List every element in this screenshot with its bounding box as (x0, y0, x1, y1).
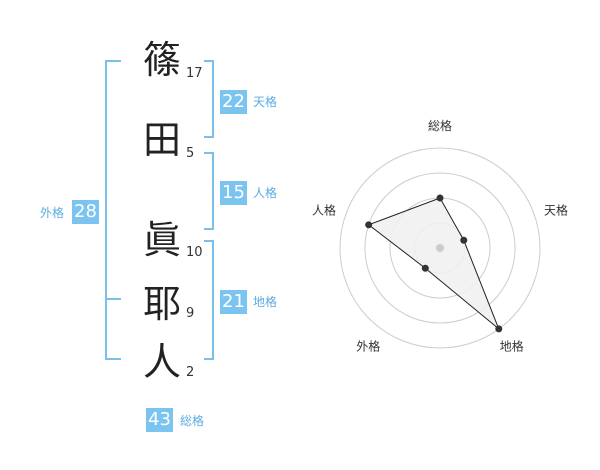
name-char-5: 人 (142, 340, 181, 384)
radar-axis-label-4: 外格 (356, 339, 380, 354)
radar-axis-label-1: 総格 (428, 118, 452, 133)
name-char-4: 耶 (142, 282, 181, 326)
radar-point-5 (365, 221, 373, 229)
soukaku-label: 総格 (180, 414, 205, 428)
tenkaku-value: 22 (220, 90, 247, 114)
radar-axis-label-3: 地格 (500, 339, 524, 354)
radar-point-3 (495, 325, 503, 333)
jinkaku-value: 15 (220, 181, 247, 205)
radar-axis-label-2: 天格 (544, 202, 568, 217)
gaikaku-label: 外格 (40, 206, 65, 220)
radar-center-dot (436, 244, 444, 252)
tenkaku-label: 天格 (253, 95, 278, 109)
radar-axis-label-5: 人格 (312, 202, 336, 217)
gaikaku-value: 28 (72, 200, 99, 224)
name-char-2: 田 (142, 118, 181, 162)
radar-point-4 (421, 264, 429, 272)
name-char-3: 眞 (142, 218, 181, 262)
stroke-count-1: 17 (186, 66, 203, 81)
chikaku-value: 21 (220, 290, 247, 314)
stroke-count-3: 10 (186, 245, 203, 260)
stroke-count-5: 2 (186, 365, 195, 380)
chikaku-label: 地格 (253, 295, 278, 309)
radar-polygon (367, 197, 500, 330)
jinkaku-label: 人格 (253, 186, 278, 200)
name-char-1: 篠 (142, 38, 181, 82)
soukaku-value: 43 (146, 408, 173, 432)
radar-point-2 (460, 236, 468, 244)
stroke-count-2: 5 (186, 146, 195, 161)
radar-point-1 (436, 194, 444, 202)
radar-ring-4 (339, 147, 541, 349)
radar-ring-3 (364, 172, 516, 324)
stroke-count-4: 9 (186, 306, 195, 321)
